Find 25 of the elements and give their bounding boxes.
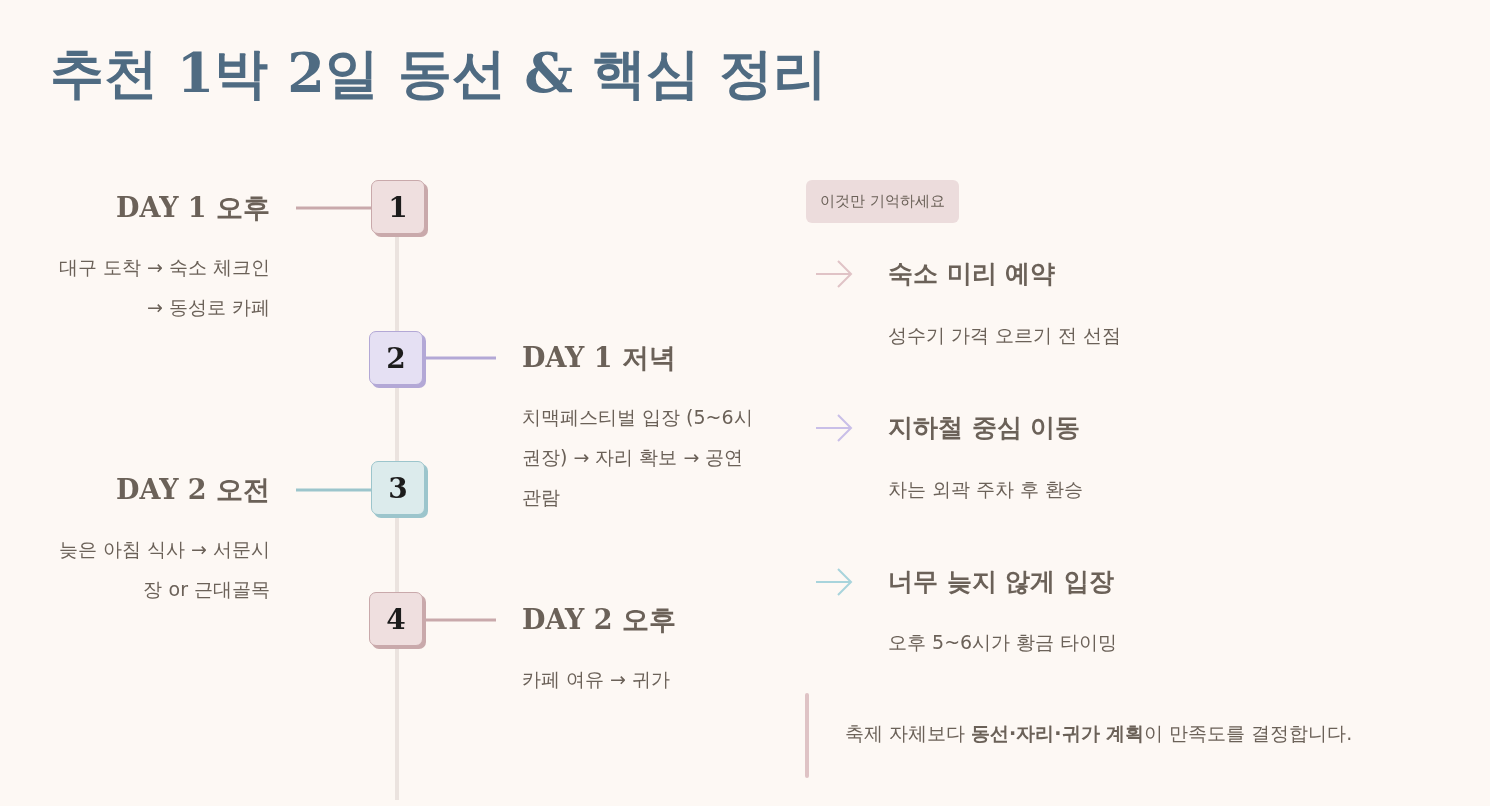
day-description: 대구 도착 → 숙소 체크인 → 동성로 카페 (57, 255, 270, 320)
tip-description: 차는 외곽 주차 후 환승 (888, 477, 1084, 502)
day-description: 치맥페스티벌 입장 (5~6시 권장) → 자리 확보 → 공연 관람 (522, 405, 754, 510)
quote-text: 축제 자체보다 동선·자리·귀가 계획이 만족도를 결정합니다. (845, 721, 1353, 746)
day-heading: DAY 2 오전 (116, 473, 270, 507)
tip-heading: 숙소 미리 예약 (888, 258, 1056, 290)
step-number-box: 1 (371, 180, 425, 234)
day-heading: DAY 2 오후 (522, 603, 676, 637)
connector-line (296, 488, 371, 492)
title: 추천 1박 2일 동선 & 핵심 정리 (50, 40, 827, 107)
step-number-box: 2 (369, 331, 423, 385)
tip-heading: 너무 늦지 않게 입장 (888, 566, 1115, 598)
day-heading: DAY 1 저녁 (522, 341, 676, 375)
day-heading: DAY 1 오후 (116, 191, 270, 225)
tip-heading: 지하철 중심 이동 (888, 412, 1081, 444)
connector-line (423, 618, 496, 622)
tip-description: 오후 5~6시가 황금 타이밍 (888, 630, 1118, 655)
tip-description: 성수기 가격 오르기 전 선점 (888, 323, 1122, 348)
step-number-box: 3 (371, 461, 425, 515)
section-tag: 이것만 기억하세요 (806, 180, 959, 223)
day-description: 카페 여유 → 귀가 (522, 667, 672, 692)
connector-line (296, 206, 371, 210)
day-description: 늦은 아침 식사 → 서문시장 or 근대골목 (57, 537, 270, 602)
step-number-box: 4 (369, 592, 423, 646)
connector-line (423, 356, 496, 360)
